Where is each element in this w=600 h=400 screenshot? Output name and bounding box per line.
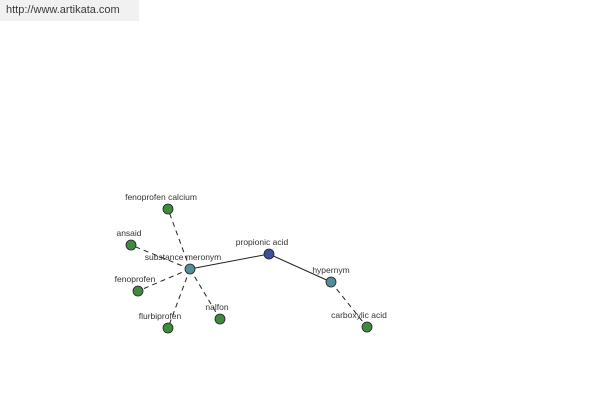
node-label-carboxylic-acid: carboxylic acid: [331, 310, 387, 320]
node-label-hypernym: hypernym: [312, 265, 349, 275]
node-flurbiprofen[interactable]: flurbiprofen: [139, 311, 182, 334]
node-substance-meronym[interactable]: substance meronym: [145, 252, 222, 275]
node-dot-nalfon[interactable]: [214, 313, 226, 325]
node-label-flurbiprofen: flurbiprofen: [139, 311, 182, 321]
node-dot-carboxylic-acid[interactable]: [361, 321, 373, 333]
node-nalfon[interactable]: nalfon: [205, 302, 229, 325]
edge-propionic-acid-to-substance-meronym: [189, 253, 270, 270]
artikata-url-link[interactable]: http://www.artikata.com: [0, 0, 139, 21]
edge-hypernym-to-carboxylic-acid: [330, 281, 368, 328]
node-fenoprofen-calcium[interactable]: fenoprofen calcium: [125, 192, 197, 215]
node-dot-ansaid[interactable]: [125, 239, 137, 251]
node-label-propionic-acid: propionic acid: [236, 237, 289, 247]
node-label-fenoprofen-calcium: fenoprofen calcium: [125, 192, 197, 202]
edge-substance-meronym-to-fenoprofen: [137, 268, 191, 292]
node-ansaid[interactable]: ansaid: [116, 228, 142, 251]
edge-substance-meronym-to-ansaid: [130, 244, 191, 270]
edge-substance-meronym-to-nalfon: [189, 268, 221, 320]
node-carboxylic-acid[interactable]: carboxylic acid: [331, 310, 387, 333]
edge-substance-meronym-to-fenoprofen-calcium: [167, 208, 191, 270]
node-propionic-acid[interactable]: propionic acid: [236, 237, 289, 260]
node-fenoprofen[interactable]: fenoprofen: [115, 274, 156, 297]
edge-substance-meronym-to-flurbiprofen: [167, 268, 191, 329]
node-dot-substance-meronym[interactable]: [184, 263, 196, 275]
graph-edges: [130, 208, 368, 329]
graph-nodes: propionic acid substance meronym hypernym f…: [115, 192, 387, 334]
node-label-nalfon: nalfon: [205, 302, 228, 312]
node-hypernym[interactable]: hypernym: [312, 265, 350, 288]
node-dot-fenoprofen[interactable]: [132, 285, 144, 297]
edge-propionic-acid-to-hypernym: [268, 253, 332, 283]
node-label-substance-meronym: substance meronym: [145, 252, 222, 262]
node-label-ansaid: ansaid: [116, 228, 141, 238]
node-dot-fenoprofen-calcium[interactable]: [162, 203, 174, 215]
node-dot-flurbiprofen[interactable]: [162, 322, 174, 334]
node-dot-hypernym[interactable]: [325, 276, 337, 288]
node-label-fenoprofen: fenoprofen: [115, 274, 156, 284]
node-dot-propionic-acid[interactable]: [263, 248, 275, 260]
